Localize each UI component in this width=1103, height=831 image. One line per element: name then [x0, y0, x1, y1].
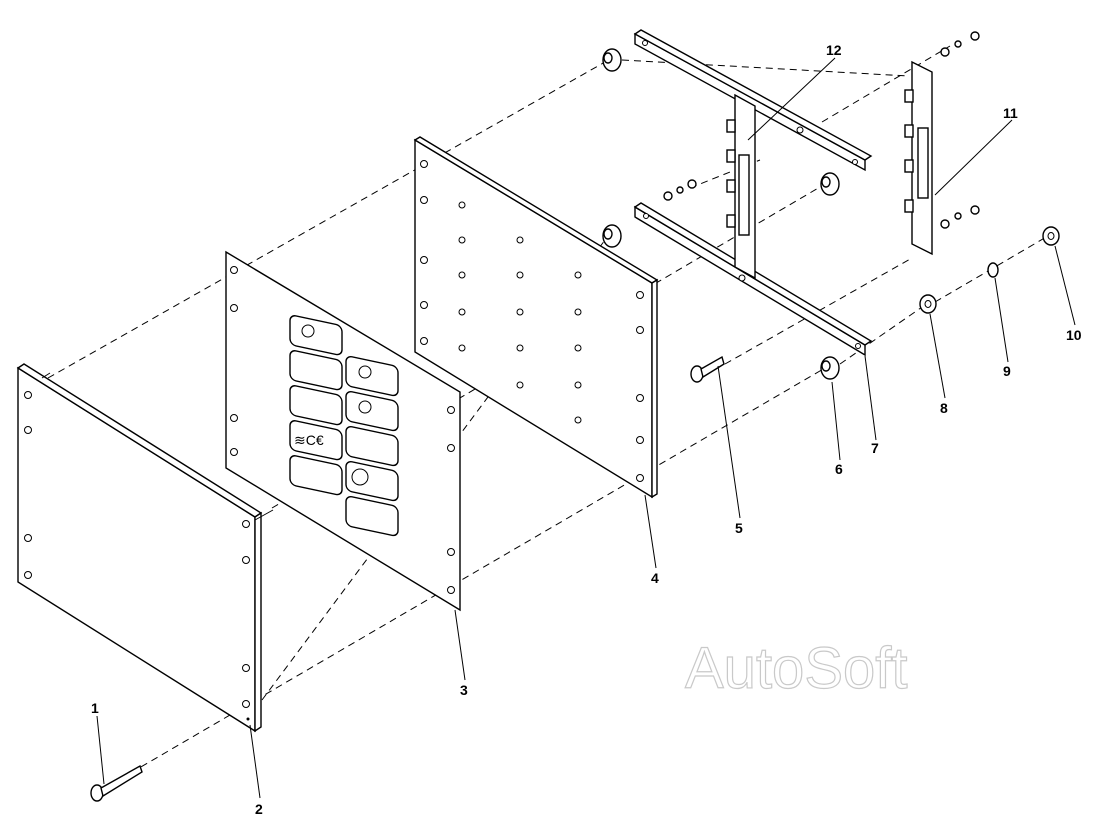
callout-9: 9	[1003, 363, 1011, 379]
watermark: AutoSoft	[685, 636, 907, 701]
callout-labels: 1 2 3 4 5 6 7 8 9 10 11 12	[91, 42, 1082, 817]
callout-1: 1	[91, 700, 99, 716]
leader-lines	[96, 57, 1076, 799]
spacer-4	[820, 356, 840, 380]
spacer-3	[602, 224, 622, 248]
rear-panel-part-4	[413, 136, 659, 499]
circuit-board-part-11	[904, 60, 933, 256]
nut-part-10	[1042, 226, 1060, 246]
callout-6: 6	[835, 461, 843, 477]
callout-2: 2	[255, 801, 263, 817]
callout-3: 3	[460, 682, 468, 698]
screw-part-5	[690, 355, 725, 383]
lockwasher-part-9	[987, 262, 999, 278]
spacer-1	[602, 48, 622, 72]
spacers-part-6	[602, 48, 840, 380]
callout-12: 12	[826, 42, 842, 58]
callout-4: 4	[651, 570, 659, 586]
callout-10: 10	[1066, 327, 1082, 343]
rear-panel-holes	[420, 160, 644, 482]
circuit-board-part-12	[726, 93, 756, 280]
spacer-2	[820, 172, 840, 196]
callout-8: 8	[940, 400, 948, 416]
callout-11: 11	[1003, 105, 1018, 121]
washer-part-8	[919, 294, 937, 314]
svg-text:≋C€: ≋C€	[294, 432, 324, 448]
keypad-keys: ≋C€	[289, 315, 399, 537]
hardware	[663, 31, 1060, 314]
callout-5: 5	[735, 520, 743, 536]
callout-7: 7	[871, 440, 879, 456]
keypad-membrane-part-3: ≋C€	[225, 250, 461, 612]
membrane-holes	[230, 266, 455, 594]
front-panel-part-2	[16, 363, 274, 733]
screw-part-1	[90, 764, 143, 802]
